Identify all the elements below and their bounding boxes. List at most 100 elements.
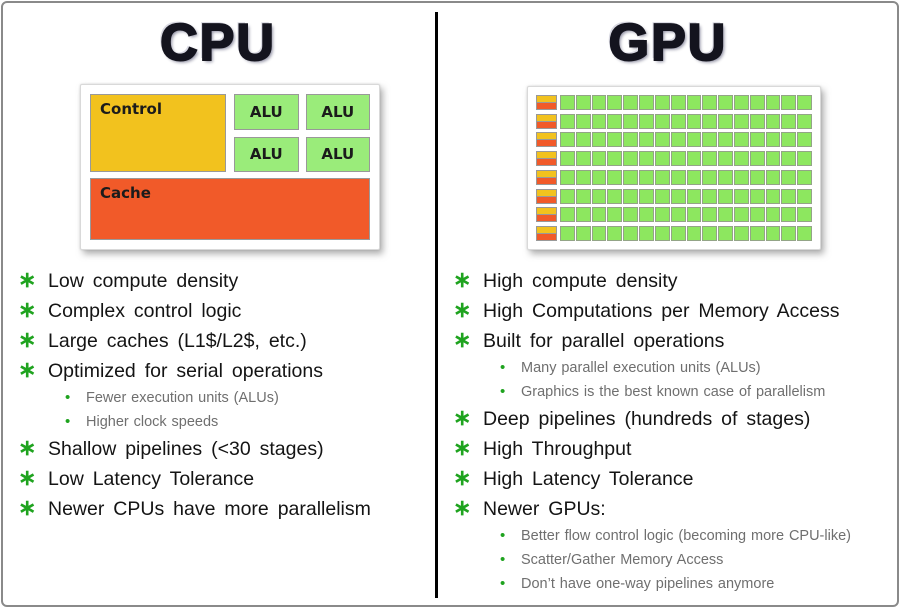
gpu-control-cache-cell xyxy=(536,188,557,204)
asterisk-bullet-icon: ∗ xyxy=(18,327,37,352)
bullet-text: Higher clock speeds xyxy=(86,414,219,430)
gpu-alu-cell xyxy=(639,95,654,110)
gpu-alu-cell xyxy=(749,188,765,204)
bullet-text: Optimized for serial operations xyxy=(48,360,323,382)
asterisk-bullet-icon: ∗ xyxy=(453,435,472,460)
asterisk-bullet-icon: ∗ xyxy=(18,267,37,292)
gpu-alu-cell xyxy=(654,132,670,148)
gpu-core-row xyxy=(536,113,812,129)
gpu-alu-cell xyxy=(654,188,670,204)
gpu-alu-cell xyxy=(733,225,749,241)
bullet-text: Many parallel execution units (ALUs) xyxy=(521,360,761,376)
dot-bullet-icon: • xyxy=(500,383,506,400)
gpu-core-row xyxy=(536,225,812,241)
gpu-alu-cell xyxy=(670,169,686,185)
gpu-alu-cell xyxy=(639,169,654,185)
gpu-alu-cell xyxy=(591,207,607,223)
gpu-alu-cell xyxy=(749,151,765,167)
gpu-control-half xyxy=(537,114,556,122)
bullet-text: Complex control logic xyxy=(48,300,242,322)
gpu-alu-cell xyxy=(654,169,670,185)
gpu-alu-cell xyxy=(718,225,733,241)
gpu-alu-cell xyxy=(686,188,702,204)
gpu-alu-cell xyxy=(654,225,670,241)
gpu-cache-half xyxy=(537,103,556,109)
gpu-alu-cell xyxy=(560,207,575,223)
bullet-item: •Many parallel execution units (ALUs) xyxy=(500,356,893,380)
gpu-alu-cell xyxy=(560,225,575,241)
gpu-alu-cell xyxy=(607,169,623,185)
bullet-item: ∗ Low compute density xyxy=(18,266,430,296)
gpu-alu-cell xyxy=(765,188,781,204)
bullet-item: ∗Large caches (L1$/L2$, etc.) xyxy=(18,326,430,356)
gpu-alu-cell xyxy=(686,169,702,185)
gpu-alu-cell xyxy=(591,151,607,167)
bullet-item: •Higher clock speeds xyxy=(65,410,430,434)
gpu-alu-cell xyxy=(797,188,812,204)
gpu-alu-cell xyxy=(591,113,607,129)
bullet-item: • Graphics is the best known case of para… xyxy=(500,380,893,404)
gpu-core-row xyxy=(536,169,812,185)
bullet-item: •Scatter/Gather Memory Access xyxy=(500,548,893,572)
gpu-alu-cell xyxy=(591,169,607,185)
alu-label: ALU xyxy=(321,145,355,164)
cpu-alu-block: ALU xyxy=(234,94,299,130)
gpu-alu-cell xyxy=(575,113,591,129)
gpu-alu-cell xyxy=(560,95,575,110)
cache-label: Cache xyxy=(100,184,151,202)
gpu-alu-cell xyxy=(686,113,702,129)
gpu-alu-cell xyxy=(797,169,812,185)
bullet-text: High Latency Tolerance xyxy=(483,468,694,490)
gpu-alu-cell xyxy=(591,95,607,110)
gpu-control-half xyxy=(537,208,556,216)
gpu-alu-cells xyxy=(560,188,812,204)
gpu-alu-cell xyxy=(670,132,686,148)
dot-bullet-icon: • xyxy=(500,527,506,544)
gpu-alu-cell xyxy=(670,95,686,110)
gpu-alu-cell xyxy=(607,207,623,223)
asterisk-bullet-icon: ∗ xyxy=(453,405,472,430)
bullet-item: •Don’t have one-way pipelines anymore xyxy=(500,572,893,596)
gpu-alu-cell xyxy=(575,169,591,185)
gpu-alu-cell xyxy=(670,207,686,223)
gpu-alu-cell xyxy=(797,151,812,167)
bullet-item: ∗Newer GPUs: xyxy=(453,494,893,524)
gpu-alu-cells xyxy=(560,169,812,185)
gpu-control-cache-cell xyxy=(536,95,557,110)
gpu-control-half xyxy=(537,96,556,103)
gpu-alu-cell xyxy=(654,113,670,129)
gpu-alu-cell xyxy=(702,207,718,223)
gpu-panel: GPU ∗High compute density∗High Computati… xyxy=(440,0,896,608)
cpu-alu-block: ALU xyxy=(305,136,370,172)
gpu-alu-cell xyxy=(765,225,781,241)
bullet-text: Graphics is the best known case of paral… xyxy=(521,384,826,400)
gpu-alu-cell xyxy=(733,95,749,110)
gpu-alu-cell xyxy=(560,113,575,129)
gpu-alu-cell xyxy=(702,225,718,241)
alu-label: ALU xyxy=(249,102,283,121)
gpu-alu-cell xyxy=(670,225,686,241)
gpu-alu-cell xyxy=(749,225,765,241)
gpu-alu-cell xyxy=(654,151,670,167)
cpu-title: CPU xyxy=(159,14,276,72)
cpu-diagram-top-row: Control ALU ALU ALU ALU xyxy=(90,94,370,172)
bullet-text: Low compute density xyxy=(48,270,239,292)
gpu-control-cache-cell xyxy=(536,132,557,148)
gpu-alu-cell xyxy=(797,95,812,110)
asterisk-bullet-icon: ∗ xyxy=(453,297,472,322)
gpu-alu-cell xyxy=(623,95,639,110)
gpu-alu-cell xyxy=(654,95,670,110)
asterisk-bullet-icon: ∗ xyxy=(18,435,37,460)
bullet-item: ∗Built for parallel operations xyxy=(453,326,893,356)
gpu-alu-cell xyxy=(560,132,575,148)
gpu-alu-cell xyxy=(765,113,781,129)
gpu-control-half xyxy=(537,170,556,178)
gpu-alu-cell xyxy=(639,225,654,241)
bullet-item: ∗Low Latency Tolerance xyxy=(18,464,430,494)
gpu-alu-cell xyxy=(765,95,781,110)
cpu-alu-block: ALU xyxy=(234,136,299,172)
gpu-alu-cell xyxy=(781,132,797,148)
gpu-alu-cells xyxy=(560,207,812,223)
gpu-alu-cell xyxy=(733,169,749,185)
center-divider-line xyxy=(435,12,438,598)
